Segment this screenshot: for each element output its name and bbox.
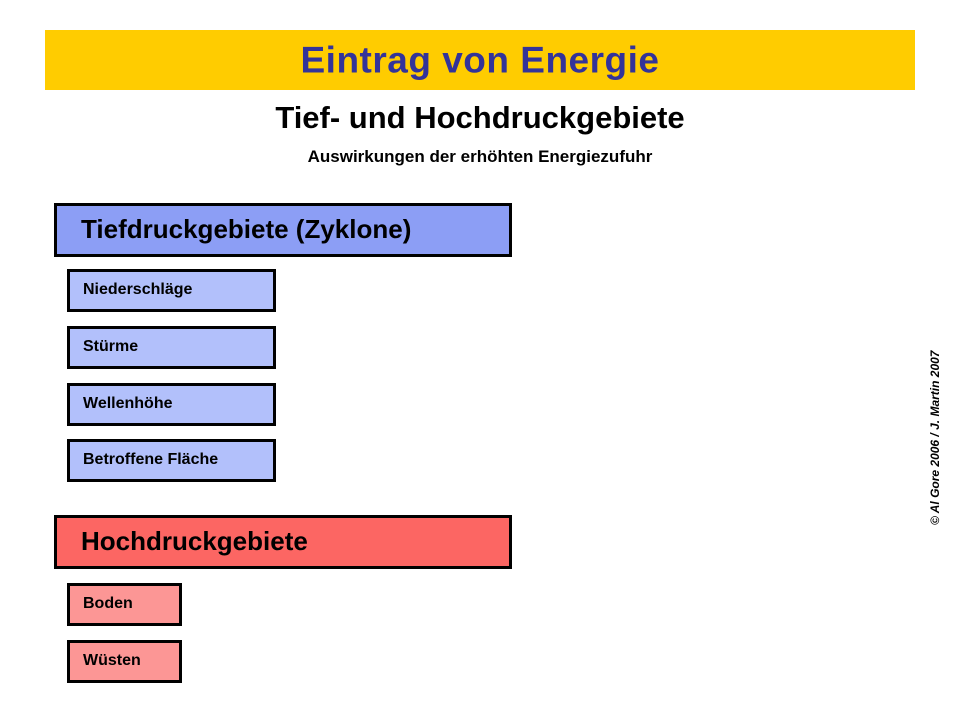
page-title: Eintrag von Energie — [300, 39, 660, 81]
list-item-label: Wellenhöhe — [83, 395, 173, 413]
list-item-label: Stürme — [83, 338, 139, 356]
list-item: Wellenhöhe — [67, 383, 276, 426]
list-item-label: Niederschläge — [83, 281, 193, 299]
list-item: Wüsten — [67, 640, 182, 683]
section-header-low-pressure: Tiefdruckgebiete (Zyklone) — [54, 203, 512, 257]
list-item: Stürme — [67, 326, 276, 369]
list-item-label: Betroffene Fläche — [83, 451, 219, 469]
list-item: Boden — [67, 583, 182, 626]
section-header-high-pressure: Hochdruckgebiete — [54, 515, 512, 569]
list-item-label: Boden — [83, 595, 133, 613]
slide-subheading: Auswirkungen der erhöhten Energiezufuhr — [307, 147, 653, 166]
list-item: Niederschläge — [67, 269, 276, 312]
list-item: Betroffene Fläche — [67, 439, 276, 482]
copyright-notice: © Al Gore 2006 / J. Martin 2007 — [928, 350, 942, 525]
section-header-high-pressure-label: Hochdruckgebiete — [81, 526, 308, 557]
section-header-low-pressure-label: Tiefdruckgebiete (Zyklone) — [81, 214, 412, 245]
slide-heading: Tief- und Hochdruckgebiete — [275, 100, 685, 135]
title-banner: Eintrag von Energie — [45, 30, 915, 90]
list-item-label: Wüsten — [83, 652, 141, 670]
